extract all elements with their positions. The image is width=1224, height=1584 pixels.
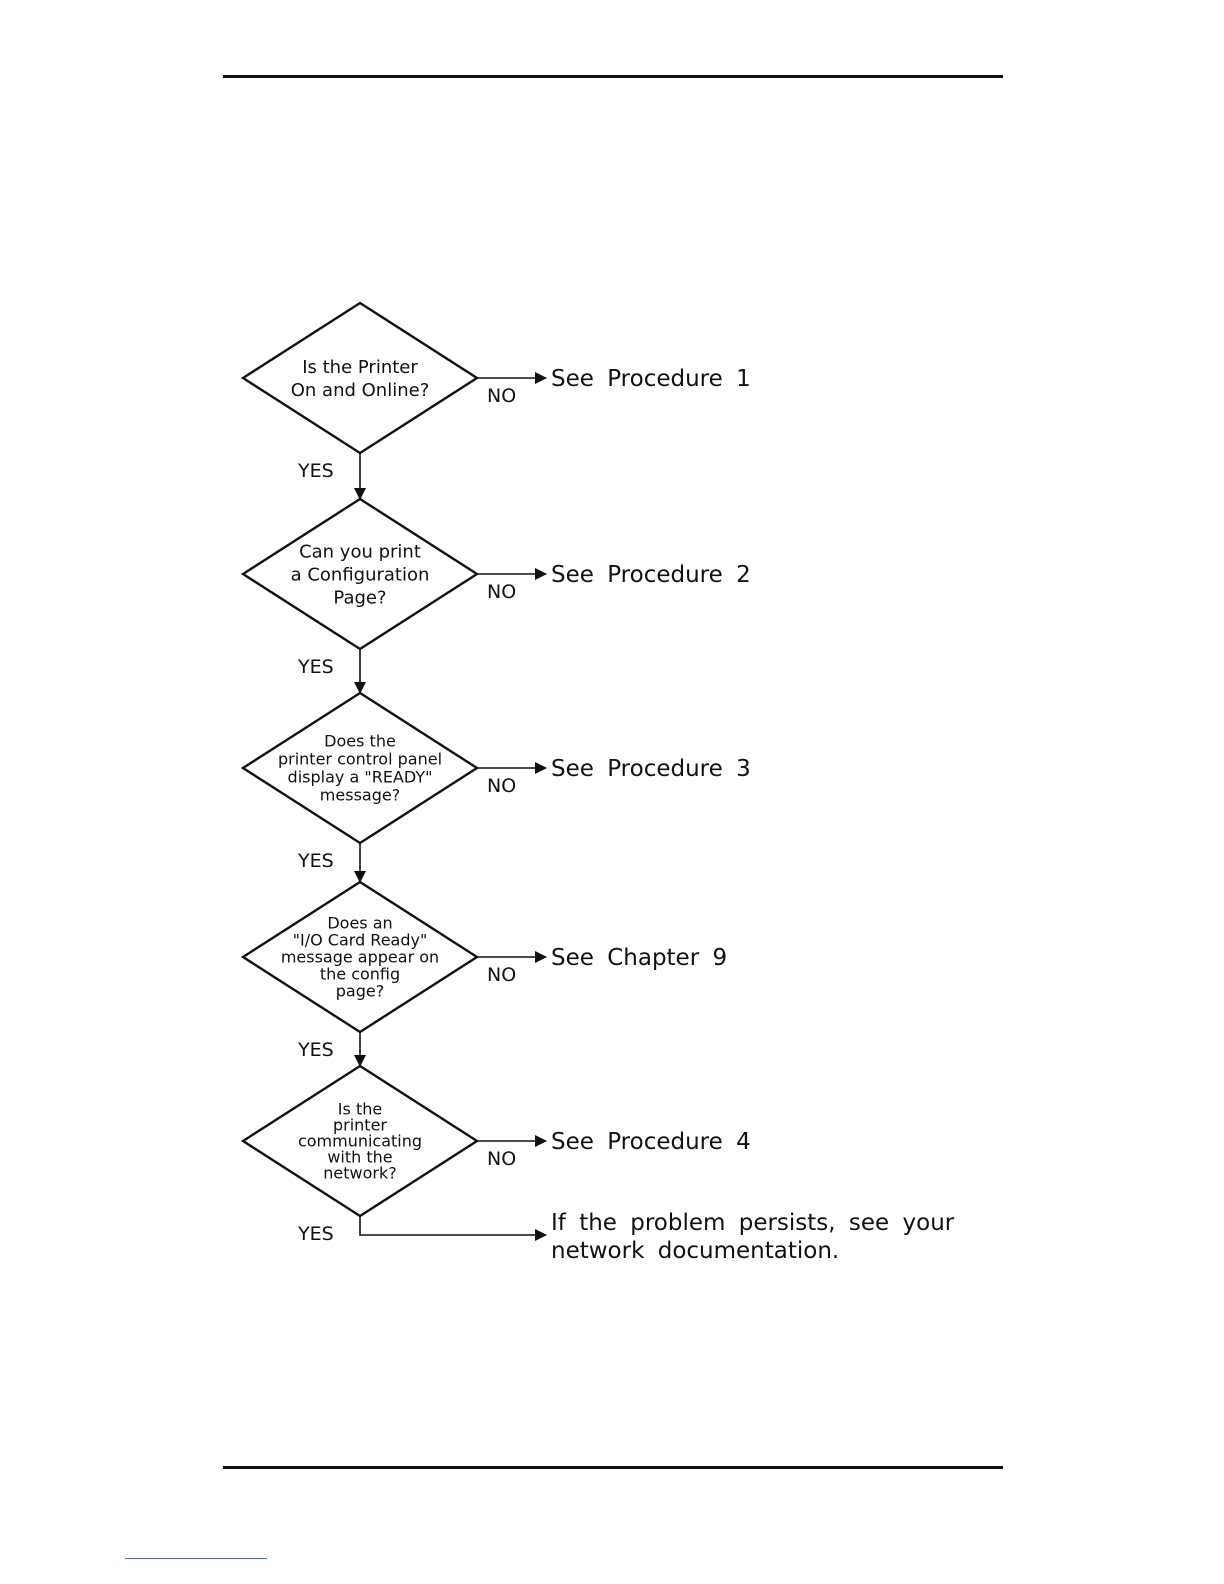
decision-diamond xyxy=(240,301,480,455)
no-label: NO xyxy=(487,1148,516,1170)
decision-question-line: display a "READY" xyxy=(288,768,433,787)
link-underline xyxy=(125,1558,267,1559)
top-rule xyxy=(223,75,1003,78)
final-target-text: If the problem persists, see your xyxy=(551,1210,955,1236)
no-target-text: See Procedure 1 xyxy=(551,366,751,392)
final-target-text: network documentation. xyxy=(551,1238,839,1264)
yes-label: YES xyxy=(297,1039,334,1061)
decision-question-line: printer control panel xyxy=(278,750,442,769)
no-label: NO xyxy=(487,581,516,603)
yes-label: YES xyxy=(297,1223,334,1245)
decision-question-line: On and Online? xyxy=(291,380,430,401)
bottom-rule xyxy=(223,1466,1003,1469)
decision-question-line: Does the xyxy=(324,732,396,751)
no-target-text: See Procedure 2 xyxy=(551,562,751,588)
no-label: NO xyxy=(487,964,516,986)
decision-question-line: a Configuration xyxy=(291,564,430,585)
no-label: NO xyxy=(487,775,516,797)
decision-question-line: with the xyxy=(327,1148,392,1167)
decision-question-line: printer xyxy=(333,1116,387,1135)
decision-question-line: message? xyxy=(320,786,400,805)
no-target-text: See Chapter 9 xyxy=(551,945,727,971)
decision-question-line: the config xyxy=(320,965,400,984)
no-target-text: See Procedure 3 xyxy=(551,756,751,782)
decision-question-line: message appear on xyxy=(281,948,439,967)
no-target-text: See Procedure 4 xyxy=(551,1129,751,1155)
yes-label: YES xyxy=(297,850,334,872)
decision-question-line: Can you print xyxy=(299,541,421,562)
decision-question-line: Is the xyxy=(338,1100,382,1119)
decision-question-line: "I/O Card Ready" xyxy=(293,931,428,950)
decision-question-line: communicating xyxy=(298,1132,422,1151)
yes-label: YES xyxy=(297,656,334,678)
decision-question-line: page? xyxy=(336,982,384,1001)
yes-label: YES xyxy=(297,460,334,482)
decision-question-line: Does an xyxy=(327,914,392,933)
decision-question-line: network? xyxy=(323,1164,396,1183)
no-label: NO xyxy=(487,385,516,407)
decision-node-4: Does an"I/O Card Ready"message appear on… xyxy=(240,880,727,1067)
decision-question-line: Is the Printer xyxy=(302,357,418,378)
decision-question-line: Page? xyxy=(333,587,386,608)
yes-final-arrow xyxy=(359,1216,547,1241)
